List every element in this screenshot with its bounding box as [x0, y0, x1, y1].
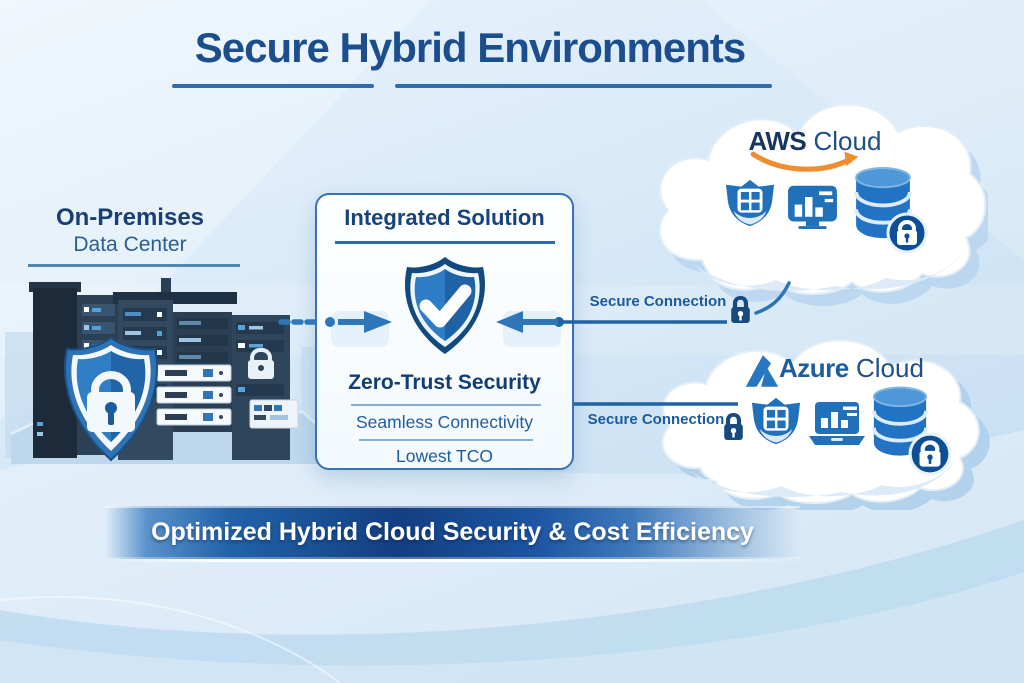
amazon-smile-arrow-icon: [750, 151, 859, 172]
on-premises-title: On-Premises: [55, 204, 205, 231]
database-lock-badge: [908, 432, 952, 476]
azure-cloud-label: Azure Cloud: [779, 353, 924, 384]
banner-highlight: [110, 559, 815, 562]
aws-cloud-text: Cloud: [806, 126, 882, 156]
azure-brand-text: Azure: [779, 353, 849, 383]
server-stack: [156, 364, 232, 426]
title-underline-right: [395, 84, 772, 88]
integrated-solution-card: Integrated Solution Zero-Trust Security …: [315, 193, 574, 470]
shield-app-grid-icon: [751, 397, 801, 445]
banner-text: Optimized Hybrid Cloud Security & Cost E…: [151, 518, 754, 546]
bar-chart-icon: [788, 185, 837, 229]
data-center-illustration: [5, 278, 328, 464]
server-rack: [232, 315, 290, 460]
ribbon-right: [503, 311, 561, 347]
shield-lock-icon: [64, 336, 158, 462]
on-premises-divider: [28, 264, 240, 267]
azure-logo-icon: [745, 355, 779, 387]
padlock-icon: [724, 413, 743, 440]
card-heading-underline: [335, 241, 555, 244]
card-heading: Integrated Solution: [344, 205, 545, 230]
azure-cloud-text: Cloud: [848, 353, 924, 383]
feature-divider-1: [351, 404, 541, 406]
laptop-chart-icon: [809, 402, 865, 445]
feature-zero-trust: Zero-Trust Security: [348, 371, 541, 394]
shield-app-grid-icon: [725, 179, 775, 227]
padlock-icon: [731, 296, 750, 323]
feature-connectivity: Seamless Connectivity: [355, 412, 534, 432]
rack-padlock-icon: [248, 348, 274, 379]
title-underline-left: [172, 84, 374, 88]
control-console: [249, 399, 299, 429]
shield-check-icon: [404, 257, 486, 354]
aws-connection-label: Secure Connection: [589, 293, 727, 310]
aws-cloud-label: AWS Cloud: [740, 126, 890, 157]
database-lock-badge: [886, 212, 928, 254]
feature-tco: Lowest TCO: [396, 446, 493, 466]
on-premises-subtitle: Data Center: [73, 233, 187, 256]
aws-brand-text: AWS: [748, 126, 807, 156]
ribbon-left: [331, 311, 389, 347]
bottom-banner: Optimized Hybrid Cloud Security & Cost E…: [105, 506, 800, 559]
page-title: Secure Hybrid Environments: [194, 24, 747, 71]
feature-divider-2: [359, 439, 533, 441]
azure-connection-label: Secure Connection: [587, 411, 725, 428]
